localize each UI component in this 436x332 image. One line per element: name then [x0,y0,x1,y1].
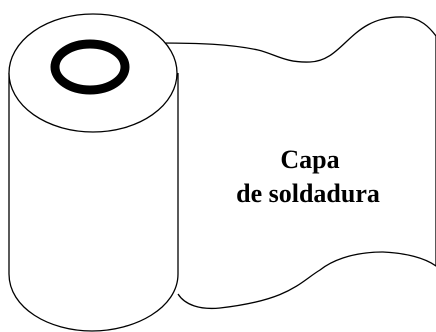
label-line-2: de soldadura [236,179,380,208]
label-line-1: Capa [280,145,339,174]
roll-top-face [8,13,178,133]
roll-core-ring [50,39,130,95]
roll-body [8,73,179,332]
